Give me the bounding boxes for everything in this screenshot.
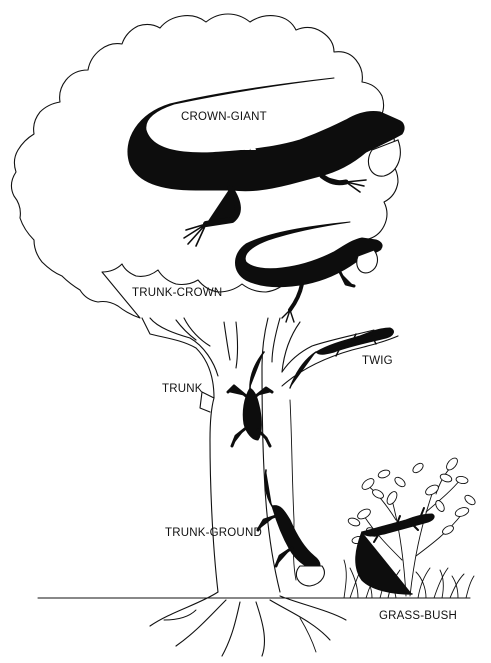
label-grass-bush: GRASS-BUSH — [379, 610, 458, 622]
crown-giant-hind-leg — [203, 185, 241, 227]
trunk-crown-hind-leg — [288, 282, 304, 312]
label-trunk: TRUNK — [162, 383, 203, 395]
trunk-crown-fore-leg — [338, 270, 356, 288]
trunk-ground-legs — [256, 514, 294, 568]
shrub-stem-2 — [409, 493, 433, 597]
right-branch-b — [271, 317, 281, 363]
left-twig-a — [183, 317, 211, 347]
trunk-lizard-legs — [226, 384, 274, 448]
root-6 — [279, 595, 347, 621]
trunk-ground-dewlap — [295, 565, 325, 587]
shrub-stem-4 — [415, 513, 463, 557]
crown-outline — [10, 13, 399, 319]
right-branch-c — [281, 321, 301, 373]
crown-giant-hind-toes — [183, 223, 207, 247]
root-1 — [149, 591, 219, 627]
crown-giant-dewlap — [367, 139, 401, 177]
left-branch-upper — [149, 317, 219, 377]
trunk-ground-lizard — [256, 469, 325, 587]
crown-giant-fore-leg — [319, 173, 349, 186]
trunk-crown-toes — [281, 309, 295, 323]
trunk-lizard-body — [242, 387, 262, 441]
grass-bush-lizard — [355, 507, 435, 595]
root-3 — [221, 601, 241, 657]
trunk-crown-body — [235, 221, 383, 288]
trunk-ground-body — [271, 505, 321, 571]
crown-giant-fore-toes — [345, 179, 367, 193]
center-branch-b — [235, 321, 239, 369]
label-trunk-crown: TRUNK-CROWN — [132, 287, 223, 299]
root-fine-2 — [299, 617, 317, 653]
grass-bush-body — [361, 513, 435, 537]
root-4 — [255, 601, 265, 657]
twig-body — [315, 327, 394, 355]
shrub-stem-3 — [363, 515, 403, 561]
label-twig: TWIG — [362, 355, 393, 367]
tree-crown — [10, 13, 399, 319]
label-crown-giant: CROWN-GIANT — [181, 111, 267, 123]
trunk-stub-branch — [199, 391, 215, 413]
shrub-stem-1 — [391, 499, 407, 597]
trunk-lizard — [226, 351, 274, 448]
trunk-crown-dewlap — [356, 249, 379, 274]
left-twig-b — [175, 319, 197, 341]
crown-giant-body — [127, 77, 405, 192]
twig-tail — [289, 351, 317, 389]
grass-bush-tail — [355, 531, 413, 595]
root-fine-1 — [163, 609, 197, 621]
ground — [37, 591, 471, 657]
crown-giant-lizard — [127, 77, 405, 247]
left-branch-lower — [141, 317, 215, 399]
center-branch — [223, 321, 231, 361]
trunk-ground-tail — [264, 469, 273, 507]
twig-lizard — [289, 327, 394, 389]
trunk-left-edge — [209, 397, 219, 593]
right-branch-a — [261, 317, 269, 367]
trunk-crown-lizard — [235, 221, 383, 323]
label-trunk-ground: TRUNK-GROUND — [165, 527, 262, 539]
trunk-lizard-tail — [249, 351, 265, 389]
crown-giant-crest — [196, 144, 256, 150]
twig-legs — [335, 333, 377, 357]
grass-bush-legs — [373, 507, 425, 543]
root-2 — [175, 599, 227, 647]
trunk-texture — [289, 399, 297, 581]
root-5 — [269, 599, 331, 641]
